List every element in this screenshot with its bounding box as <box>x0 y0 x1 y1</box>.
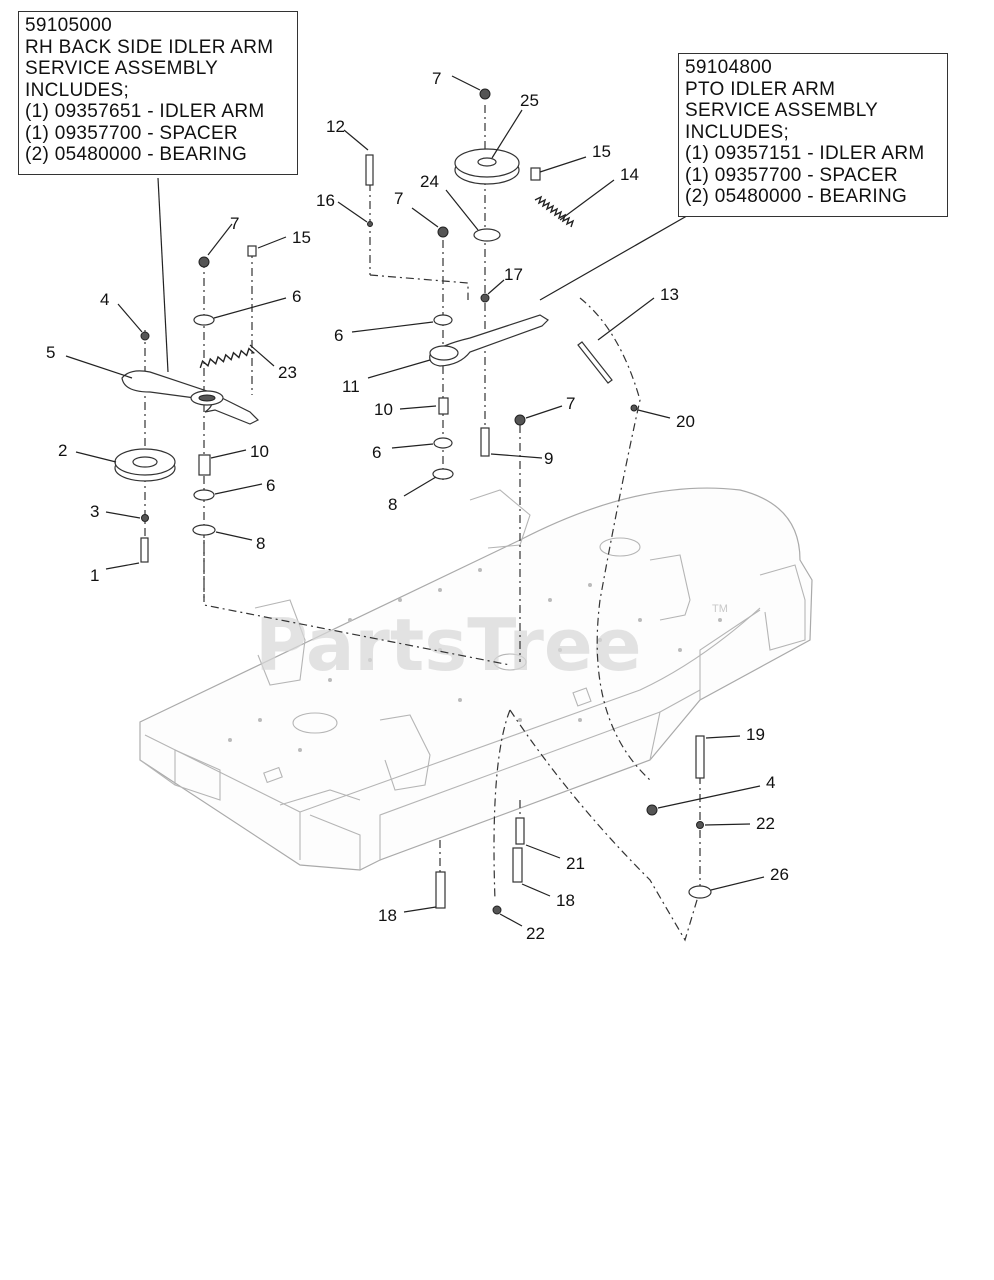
rod-13 <box>577 341 613 384</box>
label-12: 12 <box>326 117 345 136</box>
watermark: PartsTree <box>255 603 642 687</box>
pto-assembly-line: (1) 09357700 - SPACER <box>685 164 898 186</box>
nut-7c <box>479 88 491 100</box>
bolt-15b <box>530 167 541 181</box>
label-25: 25 <box>520 91 539 110</box>
pto-idler-arm <box>429 314 549 367</box>
bolt-18a <box>435 871 446 909</box>
label-19: 19 <box>746 725 765 744</box>
bolt-1 <box>140 537 149 563</box>
pto-assembly-line: SERVICE ASSEMBLY <box>685 100 879 121</box>
label-26: 26 <box>770 865 789 884</box>
label-10b: 10 <box>374 400 393 419</box>
label-15b: 15 <box>592 142 611 161</box>
spacer-24 <box>473 228 501 242</box>
label-9: 9 <box>544 449 553 468</box>
bolt-18b <box>512 847 523 883</box>
spring-23 <box>199 347 255 369</box>
nut-17 <box>480 293 490 303</box>
label-6a: 6 <box>292 287 301 306</box>
label-22b: 22 <box>526 924 545 943</box>
label-7d: 7 <box>566 394 575 413</box>
rh-assembly-part-number: 59105000 <box>25 15 112 36</box>
label-4a: 4 <box>100 290 109 309</box>
pulley-25 <box>454 148 520 185</box>
label-7a: 7 <box>230 214 239 233</box>
nut-4b <box>646 804 658 816</box>
label-10a: 10 <box>250 442 269 461</box>
label-7c: 7 <box>432 69 441 88</box>
label-11: 11 <box>342 377 360 396</box>
bolt-9 <box>480 427 490 457</box>
rh-assembly-line: (2) 05480000 - BEARING <box>25 144 248 165</box>
label-21: 21 <box>566 854 585 873</box>
clip-20 <box>630 404 638 412</box>
pto-assembly-line: PTO IDLER ARM <box>685 78 836 100</box>
pto-assembly-line: (1) 09357151 - IDLER ARM <box>685 143 925 164</box>
bolt-21 <box>515 817 525 845</box>
label-15a: 15 <box>292 228 311 247</box>
label-22a: 22 <box>756 814 775 833</box>
bolt-12 <box>365 154 374 186</box>
spacer-10b <box>438 397 449 415</box>
label-8a: 8 <box>256 534 265 553</box>
rh-back-side-idler-arm-callout: 59105000 RH BACK SIDE IDLER ARM SERVICE … <box>18 11 298 175</box>
label-23: 23 <box>278 363 297 382</box>
label-13: 13 <box>660 285 679 304</box>
nut-4 <box>140 331 150 341</box>
label-18b: 18 <box>556 891 575 910</box>
label-5: 5 <box>46 343 55 362</box>
label-2: 2 <box>58 441 67 460</box>
rh-assembly-line: SERVICE ASSEMBLY <box>25 58 219 79</box>
label-7b: 7 <box>394 189 403 208</box>
rh-assembly-line: INCLUDES; <box>25 79 130 101</box>
label-6c: 6 <box>334 326 343 345</box>
label-4b: 4 <box>766 773 775 792</box>
spacer-10a <box>198 454 211 476</box>
label-1: 1 <box>90 566 99 585</box>
pto-assembly-line: INCLUDES; <box>685 121 790 143</box>
pto-assembly-part-number: 59104800 <box>685 57 772 78</box>
bearing-6c <box>433 314 453 326</box>
leader-pto-assembly <box>539 212 693 301</box>
label-6b: 6 <box>266 476 275 495</box>
washer-8b <box>432 468 454 480</box>
part-labels: 1 2 3 4 5 6 7 15 23 10 6 8 6 7 12 16 11 <box>46 69 789 943</box>
pto-assembly-line: (2) 05480000 - BEARING <box>685 186 908 207</box>
label-17: 17 <box>504 265 523 284</box>
label-24: 24 <box>420 172 439 191</box>
bolt-15a <box>247 245 257 257</box>
nut-7d <box>514 414 526 426</box>
rh-assembly-line: (1) 09357700 - SPACER <box>25 122 238 144</box>
washer-22a <box>696 821 704 829</box>
mower-deck <box>139 487 813 871</box>
nut-22b <box>492 905 502 915</box>
label-18a: 18 <box>378 906 397 925</box>
bolt-19 <box>695 735 705 779</box>
leader-rh-assembly <box>157 177 169 373</box>
rh-assembly-line: (1) 09357651 - IDLER ARM <box>25 101 265 122</box>
rh-idler-arm <box>121 370 260 425</box>
label-8b: 8 <box>388 495 397 514</box>
nut-7b <box>437 226 449 238</box>
bearing-6b <box>193 489 215 501</box>
bearing-6a <box>193 314 215 326</box>
label-3: 3 <box>90 502 99 521</box>
pulley-2 <box>114 448 176 482</box>
label-6d: 6 <box>372 443 381 462</box>
rh-assembly-line: RH BACK SIDE IDLER ARM <box>25 36 274 58</box>
trademark-mark: TM <box>712 603 728 615</box>
pto-idler-arm-callout: 59104800 PTO IDLER ARM SERVICE ASSEMBLY … <box>678 53 948 217</box>
bearing-6d <box>433 437 453 449</box>
spring-14 <box>534 195 575 228</box>
label-20: 20 <box>676 412 695 431</box>
washer-26 <box>688 885 712 899</box>
label-14: 14 <box>620 165 639 184</box>
label-16: 16 <box>316 191 335 210</box>
washer-8a <box>192 524 216 536</box>
washer-16 <box>367 221 373 227</box>
washer-3 <box>141 514 149 522</box>
nut-7a <box>198 256 210 268</box>
